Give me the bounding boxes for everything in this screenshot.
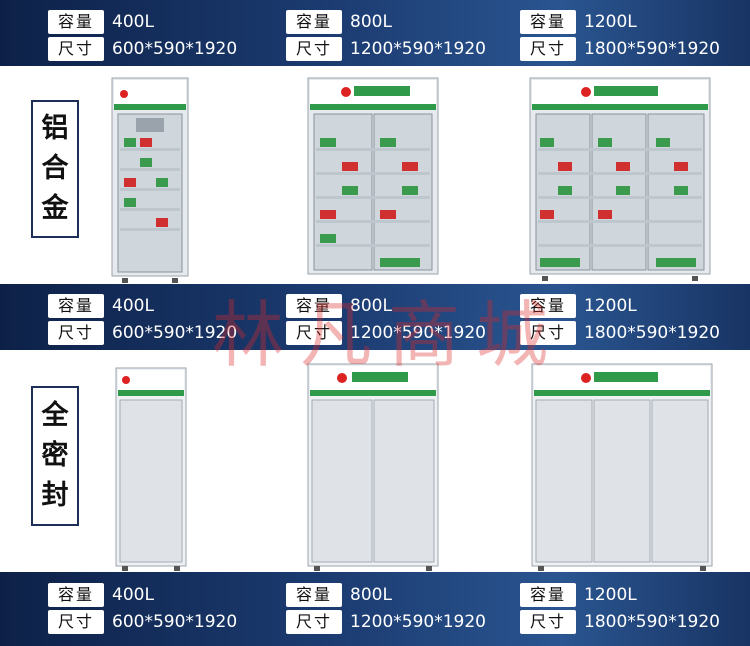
size-label: 尺寸 [520,37,576,61]
spec-band-bottom: 容量 400L 尺寸 600*590*1920 容量 800L 尺寸 1200*590*… [0,572,750,646]
spec-block-800l: 容量 800L 尺寸 1200*590*1920 [286,288,516,345]
size-label: 尺寸 [286,37,342,61]
size-label: 尺寸 [48,37,104,61]
watermark-text: 林凡商城 [212,293,565,377]
capacity-value: 1200L [584,296,637,316]
spec-block-1200l: 容量 1200L 尺寸 1800*590*1920 [520,4,750,61]
capacity-label: 容量 [520,10,576,34]
capacity-label: 容量 [520,583,576,607]
size-value: 600*590*1920 [112,323,238,343]
solid-cabinet-single [115,367,187,571]
capacity-value: 800L [350,12,392,32]
spec-block-400l: 容量 400L 尺寸 600*590*1920 [48,288,278,345]
glass-cabinet-double [307,77,439,275]
capacity-value: 400L [112,296,154,316]
size-value: 1200*590*1920 [350,612,486,632]
size-value: 1200*590*1920 [350,39,486,59]
spec-block-800l: 容量 800L 尺寸 1200*590*1920 [286,577,516,634]
capacity-label: 容量 [286,294,342,318]
size-value: 1800*590*1920 [584,323,720,343]
spec-band-top: 容量 400L 尺寸 600*590*1920 容量 800L 尺寸 1200*590*… [0,0,750,66]
spec-band-middle: 容量 400L 尺寸 600*590*1920 容量 800L 尺寸 1200*590*… [0,284,750,350]
size-value: 600*590*1920 [112,39,238,59]
capacity-label: 容量 [48,10,104,34]
spec-block-1200l: 容量 1200L 尺寸 1800*590*1920 [520,288,750,345]
capacity-value: 800L [350,296,392,316]
size-value: 1200*590*1920 [350,323,486,343]
capacity-value: 800L [350,585,392,605]
size-label: 尺寸 [520,321,576,345]
size-label: 尺寸 [286,610,342,634]
spec-block-400l: 容量 400L 尺寸 600*590*1920 [48,4,278,61]
solid-cabinet-triple [531,363,713,571]
capacity-label: 容量 [286,583,342,607]
size-label: 尺寸 [48,610,104,634]
solid-cabinet-double [307,363,439,571]
capacity-label: 容量 [286,10,342,34]
glass-cabinet-triple [529,77,711,281]
capacity-label: 容量 [48,294,104,318]
category-label-aluminum: 铝 合 金 [31,100,79,238]
spec-block-1200l: 容量 1200L 尺寸 1800*590*1920 [520,577,750,634]
size-label: 尺寸 [48,321,104,345]
category-label-sealed: 全 密 封 [31,386,79,526]
capacity-label: 容量 [48,583,104,607]
category-char: 合 [41,153,69,184]
category-char: 全 [41,400,69,431]
category-char: 密 [41,440,69,471]
size-label: 尺寸 [520,610,576,634]
size-value: 1800*590*1920 [584,612,720,632]
capacity-label: 容量 [520,294,576,318]
category-char: 金 [41,193,69,224]
category-char: 铝 [41,113,69,144]
capacity-value: 400L [112,585,154,605]
size-value: 1800*590*1920 [584,39,720,59]
size-label: 尺寸 [286,321,342,345]
glass-cabinet-single [111,77,189,283]
category-char: 封 [41,480,69,511]
size-value: 600*590*1920 [112,612,238,632]
spec-block-800l: 容量 800L 尺寸 1200*590*1920 [286,4,516,61]
spec-block-400l: 容量 400L 尺寸 600*590*1920 [48,577,278,634]
capacity-value: 1200L [584,585,637,605]
capacity-value: 400L [112,12,154,32]
capacity-value: 1200L [584,12,637,32]
